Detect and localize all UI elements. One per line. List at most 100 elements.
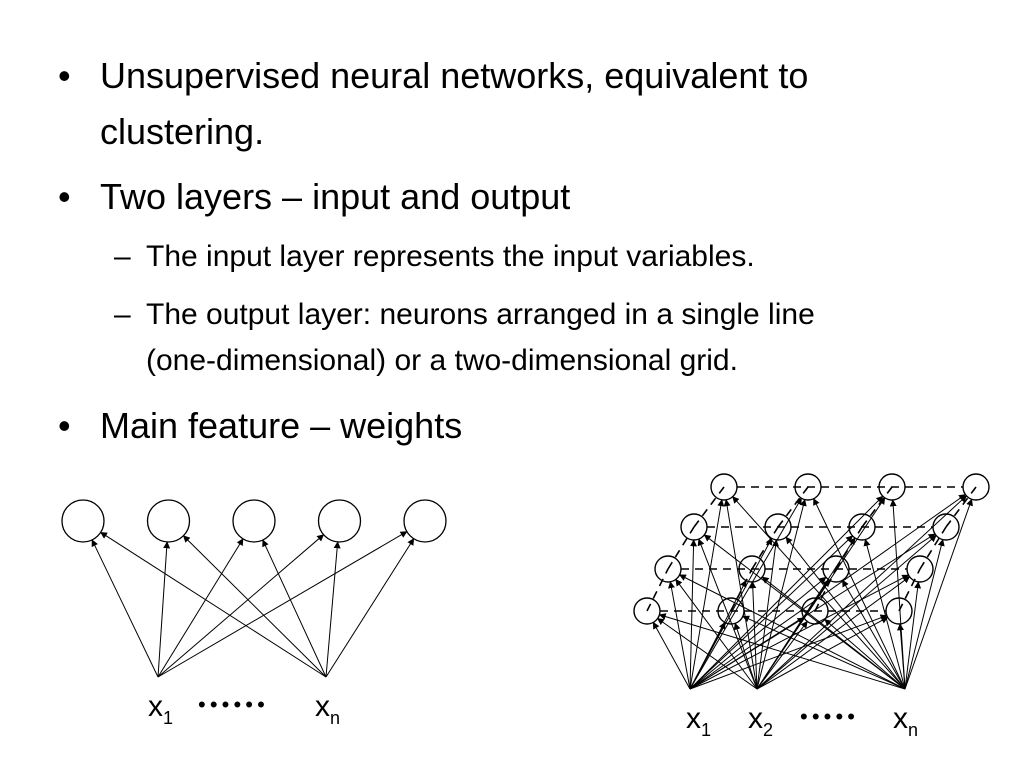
diagram-2d-input-xn: xn bbox=[893, 702, 918, 740]
connection-arrow bbox=[262, 539, 327, 678]
connection-arrow bbox=[904, 538, 945, 690]
sub-bullet-1-line-1: The input layer represents the input var… bbox=[146, 240, 755, 273]
connection-arrow bbox=[842, 579, 906, 690]
connection-arrow bbox=[658, 613, 906, 690]
diagram-2d-grid-lines bbox=[646, 486, 977, 612]
diagram-1d-input-xn: xn bbox=[315, 690, 340, 728]
diagram-1d-connections bbox=[91, 531, 415, 678]
output-neuron bbox=[801, 597, 829, 625]
connection-arrow bbox=[689, 495, 884, 690]
diagram-2d-ellipsis: • • • • • bbox=[800, 704, 854, 729]
connection-arrow bbox=[657, 618, 758, 690]
connection-arrow bbox=[100, 531, 327, 678]
output-neuron bbox=[680, 513, 708, 541]
connection-arrow bbox=[157, 538, 244, 678]
connection-arrow bbox=[733, 622, 758, 690]
grid-link-diagonal bbox=[667, 526, 695, 570]
bullet-1-line-1: Unsupervised neural networks, equivalent… bbox=[100, 55, 809, 96]
connection-arrow bbox=[182, 535, 327, 678]
connection-arrow bbox=[889, 499, 906, 690]
connection-arrow bbox=[785, 536, 906, 690]
connection-arrow bbox=[157, 541, 171, 678]
bullet-marker: • bbox=[58, 176, 71, 217]
connection-arrow bbox=[697, 538, 758, 690]
connection-arrow bbox=[325, 541, 341, 678]
output-neuron bbox=[885, 597, 913, 625]
output-neuron bbox=[848, 513, 876, 541]
output-neuron bbox=[633, 597, 661, 625]
dash-marker: – bbox=[114, 240, 131, 273]
grid-link-diagonal bbox=[693, 486, 725, 528]
bullet-1-line-2: clustering. bbox=[100, 111, 265, 152]
connection-arrow bbox=[689, 614, 888, 690]
connection-arrow bbox=[723, 499, 758, 690]
connection-arrow bbox=[157, 531, 408, 678]
sub-bullet-2-line-1: The output layer: neurons arranged in a … bbox=[146, 298, 815, 331]
connection-arrow bbox=[703, 534, 906, 690]
grid-link-diagonal bbox=[646, 568, 669, 612]
connection-arrow bbox=[157, 534, 325, 678]
output-neuron bbox=[932, 513, 960, 541]
connection-arrow bbox=[652, 621, 691, 690]
connection-arrow bbox=[824, 619, 906, 690]
bullet-marker: • bbox=[58, 55, 71, 96]
connection-arrow bbox=[756, 495, 967, 690]
output-neuron bbox=[878, 473, 906, 501]
output-neuron bbox=[738, 555, 766, 583]
connection-arrow bbox=[678, 574, 906, 690]
connection-arrow bbox=[675, 578, 758, 690]
connection-arrow bbox=[749, 581, 758, 690]
connection-arrow bbox=[904, 498, 973, 690]
bullet-2-line-1: Two layers – input and output bbox=[100, 176, 571, 217]
connection-arrow bbox=[756, 620, 808, 690]
connection-arrow bbox=[91, 539, 159, 678]
diagram-2d-connections bbox=[652, 494, 973, 690]
sub-bullet-2-line-2: (one-dimensional) or a two-dimensional g… bbox=[146, 344, 738, 377]
bullet-marker: • bbox=[58, 405, 71, 446]
bullet-3-line-1: Main feature – weights bbox=[100, 405, 463, 446]
connection-arrow bbox=[325, 538, 415, 678]
output-neuron bbox=[906, 555, 934, 583]
output-neuron bbox=[962, 473, 990, 501]
diagram-1d-input-x1: x1 bbox=[148, 690, 173, 728]
connection-arrow bbox=[742, 615, 906, 690]
connection-arrow bbox=[732, 496, 906, 690]
grid-link-diagonal bbox=[730, 568, 753, 612]
output-neuron bbox=[61, 499, 105, 543]
diagram-1d-ellipsis: • • • • • • bbox=[198, 692, 264, 717]
connection-arrow bbox=[689, 533, 936, 690]
connection-arrow bbox=[689, 494, 966, 690]
dash-marker: – bbox=[114, 298, 131, 331]
output-neuron bbox=[710, 473, 738, 501]
connection-arrow bbox=[756, 497, 886, 690]
diagram-2d-input-x2: x2 bbox=[748, 702, 773, 740]
diagram-2d-output-nodes bbox=[633, 473, 990, 625]
connection-arrow bbox=[689, 539, 698, 690]
output-neuron bbox=[232, 499, 276, 543]
connection-arrow bbox=[689, 497, 802, 690]
grid-link-diagonal bbox=[945, 486, 977, 528]
output-neuron bbox=[317, 499, 362, 543]
connection-arrow bbox=[689, 499, 725, 690]
connection-arrow bbox=[689, 576, 827, 690]
connection-arrow bbox=[904, 581, 922, 690]
diagram-2d-input-x1: x1 bbox=[686, 702, 711, 740]
connection-arrow bbox=[756, 535, 937, 690]
grid-link-diagonal bbox=[814, 568, 837, 612]
diagram-1d-output-nodes bbox=[61, 499, 447, 543]
grid-link-diagonal bbox=[861, 486, 893, 528]
connection-arrow bbox=[689, 537, 773, 690]
connection-arrow bbox=[668, 581, 691, 690]
connection-arrow bbox=[813, 498, 906, 690]
output-neuron bbox=[794, 473, 822, 501]
output-neuron bbox=[717, 597, 745, 625]
bullet-list: • Unsupervised neural networks, equivale… bbox=[58, 55, 815, 446]
output-neuron bbox=[146, 499, 191, 543]
grid-link-diagonal bbox=[777, 486, 809, 528]
connection-arrow bbox=[756, 616, 889, 690]
connection-arrow bbox=[863, 538, 906, 690]
output-neuron bbox=[654, 555, 682, 583]
grid-link-diagonal bbox=[898, 568, 921, 612]
